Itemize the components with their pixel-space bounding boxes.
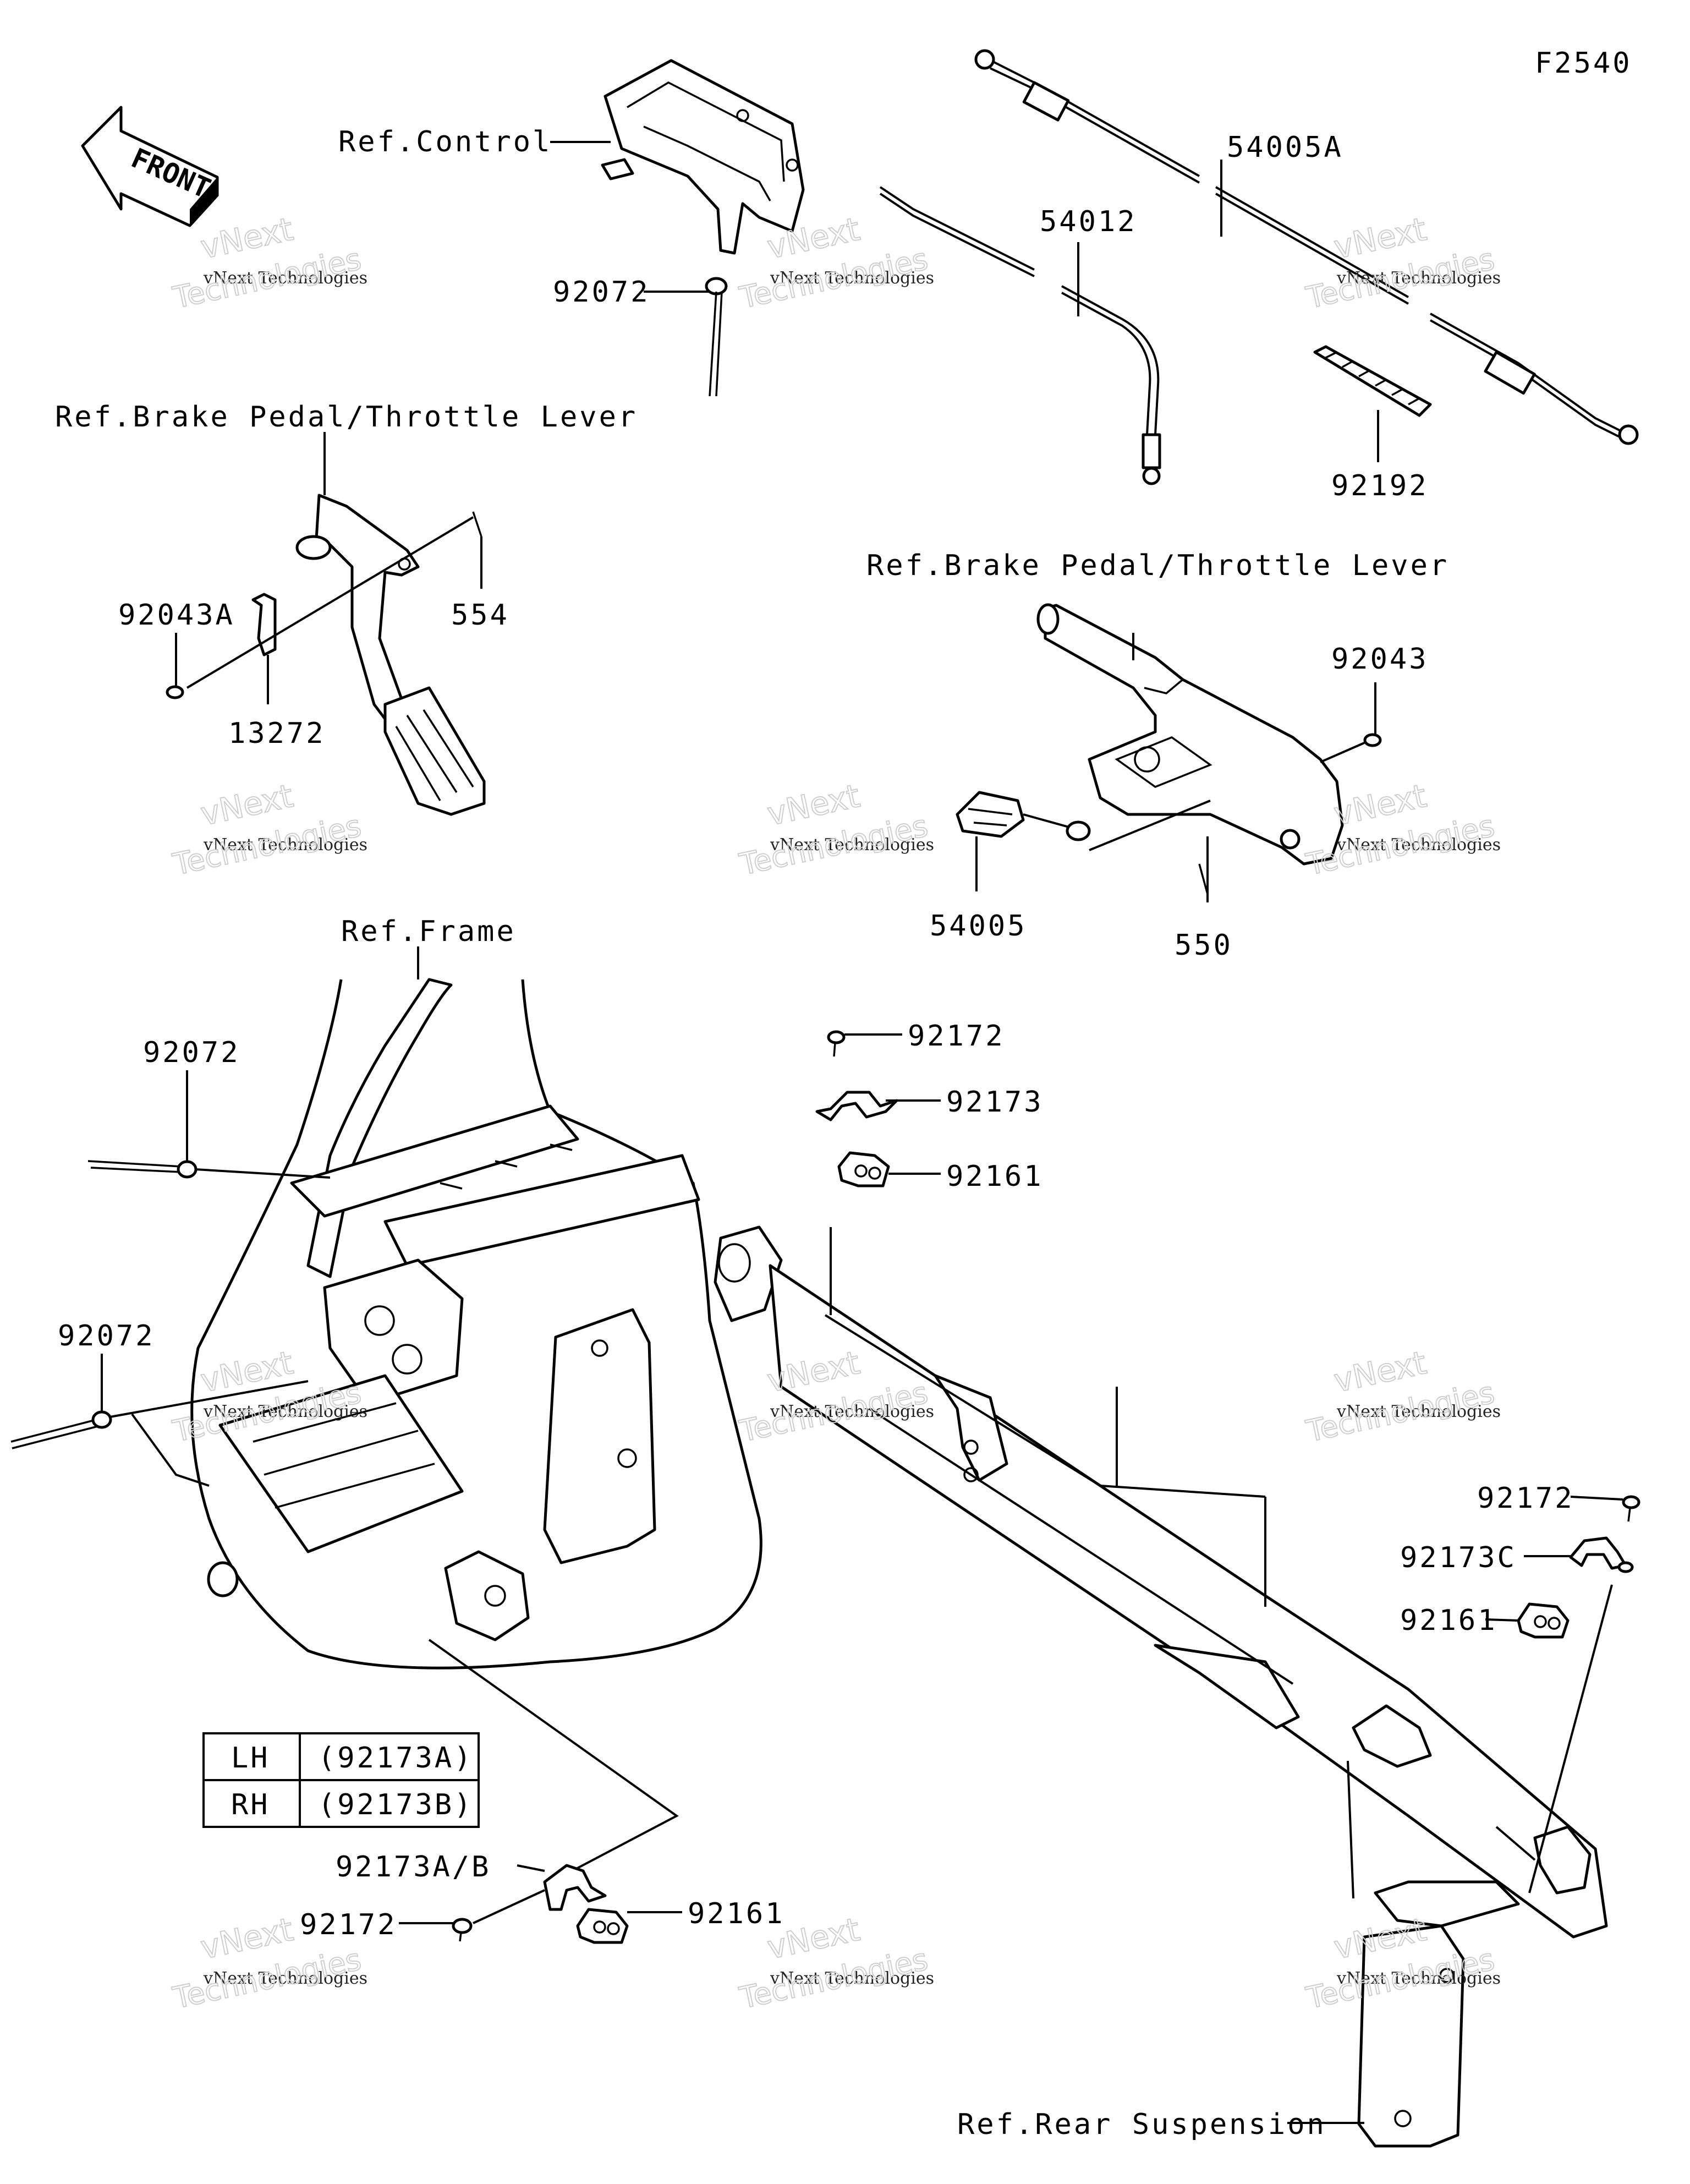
svg-text:vNext Technologies: vNext Technologies bbox=[203, 1969, 367, 1988]
control-bracket-drawing bbox=[601, 59, 805, 255]
watermark: vNext vNext Technologies Technologies bbox=[736, 210, 934, 316]
label-92161-right: 92161 bbox=[1400, 1604, 1497, 1637]
clamp-92173AB-drawing bbox=[543, 1864, 607, 1911]
brake-lever-drawing bbox=[1036, 603, 1344, 866]
svg-text:vNext Technologies: vNext Technologies bbox=[1336, 835, 1501, 855]
side-table-lh: LH bbox=[231, 1742, 270, 1775]
side-table-rh: RH bbox=[231, 1788, 270, 1821]
cable-54012-drawing bbox=[879, 186, 1161, 485]
svg-text:vNext Technologies: vNext Technologies bbox=[770, 1969, 934, 1988]
label-ref-control: Ref.Control bbox=[338, 125, 552, 158]
bolt-92043-drawing bbox=[1363, 733, 1382, 747]
watermark: vNext vNext Technologies Technologies bbox=[736, 776, 934, 883]
grommet-92072-mid-drawing bbox=[87, 1160, 197, 1179]
label-92161-top: 92161 bbox=[946, 1160, 1044, 1193]
label-92192: 92192 bbox=[1331, 469, 1429, 502]
watermark: vNext vNext Technologies Technologies bbox=[169, 776, 367, 883]
grommet-92072-low-drawing bbox=[10, 1410, 112, 1449]
bolt-92043A-drawing bbox=[166, 685, 184, 699]
screw-92172-right-drawing bbox=[1622, 1495, 1640, 1522]
label-92072-mid: 92072 bbox=[143, 1036, 240, 1069]
label-92173C: 92173C bbox=[1400, 1541, 1517, 1574]
svg-text:vNext Technologies: vNext Technologies bbox=[770, 1402, 934, 1421]
label-92072-low: 92072 bbox=[58, 1320, 155, 1353]
label-ref-brake-pedal-left: Ref.Brake Pedal/Throttle Lever bbox=[55, 401, 638, 434]
watermark: vNext vNext Technologies Technologies bbox=[1303, 1343, 1501, 1449]
frame-drawing bbox=[190, 978, 762, 1670]
label-92172-top: 92172 bbox=[908, 1020, 1005, 1053]
label-54005A: 54005A bbox=[1227, 131, 1343, 164]
label-92173AB: 92173A/B bbox=[336, 1851, 491, 1884]
svg-text:vNext Technologies: vNext Technologies bbox=[770, 269, 934, 288]
label-92072-top: 92072 bbox=[553, 276, 650, 309]
grommet-92072-top-drawing bbox=[705, 277, 728, 397]
clamp-92173C-drawing bbox=[1569, 1536, 1634, 1573]
label-13272: 13272 bbox=[228, 717, 326, 750]
svg-text:vNext Technologies: vNext Technologies bbox=[1336, 269, 1501, 288]
side-table-lh-part: (92173A) bbox=[318, 1742, 473, 1775]
watermark: vNext vNext Technologies Technologies bbox=[169, 210, 367, 316]
grommet-92161-top-drawing bbox=[837, 1151, 890, 1187]
grommet-92161-bottom-drawing bbox=[576, 1908, 629, 1944]
svg-text:vNext Technologies: vNext Technologies bbox=[1336, 1969, 1501, 1988]
label-92043: 92043 bbox=[1331, 643, 1429, 676]
svg-text:vNext Technologies: vNext Technologies bbox=[203, 835, 367, 855]
svg-text:vNext Technologies: vNext Technologies bbox=[770, 835, 934, 855]
cable-54005-drawing bbox=[956, 791, 1091, 841]
svg-text:vNext Technologies: vNext Technologies bbox=[203, 1402, 367, 1421]
screw-92172-top-drawing bbox=[827, 1030, 846, 1057]
label-54005: 54005 bbox=[930, 910, 1027, 943]
label-92172-bottom: 92172 bbox=[300, 1908, 397, 1941]
label-92173: 92173 bbox=[946, 1086, 1044, 1119]
label-554: 554 bbox=[451, 599, 509, 632]
label-ref-brake-pedal-right: Ref.Brake Pedal/Throttle Lever bbox=[866, 549, 1449, 582]
label-ref-frame: Ref.Frame bbox=[341, 915, 516, 948]
label-550: 550 bbox=[1175, 929, 1233, 962]
label-92172-right: 92172 bbox=[1477, 1482, 1574, 1515]
label-ref-rear-suspension: Ref.Rear Suspension bbox=[957, 2108, 1326, 2141]
screw-92172-bottom-drawing bbox=[452, 1918, 473, 1942]
side-table-rh-part: (92173B) bbox=[318, 1788, 473, 1821]
front-arrow-icon: FRONT bbox=[81, 106, 219, 227]
pin-554-drawing bbox=[472, 511, 482, 537]
label-54012: 54012 bbox=[1040, 205, 1137, 238]
figure-code: F2540 bbox=[1535, 47, 1632, 80]
side-table: LH (92173A) RH (92173B) bbox=[202, 1732, 480, 1828]
spring-92192-drawing bbox=[1313, 345, 1432, 417]
svg-text:vNext Technologies: vNext Technologies bbox=[203, 269, 367, 288]
grommet-92161-right-drawing bbox=[1517, 1602, 1570, 1639]
label-92043A: 92043A bbox=[118, 599, 235, 632]
cable-54005A-drawing bbox=[974, 49, 1639, 445]
rear-frame-drawing bbox=[714, 1225, 1608, 2148]
brake-pedal-drawing bbox=[295, 494, 486, 816]
clamp-92173-drawing bbox=[815, 1091, 898, 1121]
label-92161-bottom: 92161 bbox=[688, 1897, 785, 1930]
svg-text:vNext Technologies: vNext Technologies bbox=[1336, 1402, 1501, 1421]
pin-550-drawing bbox=[1198, 863, 1209, 895]
